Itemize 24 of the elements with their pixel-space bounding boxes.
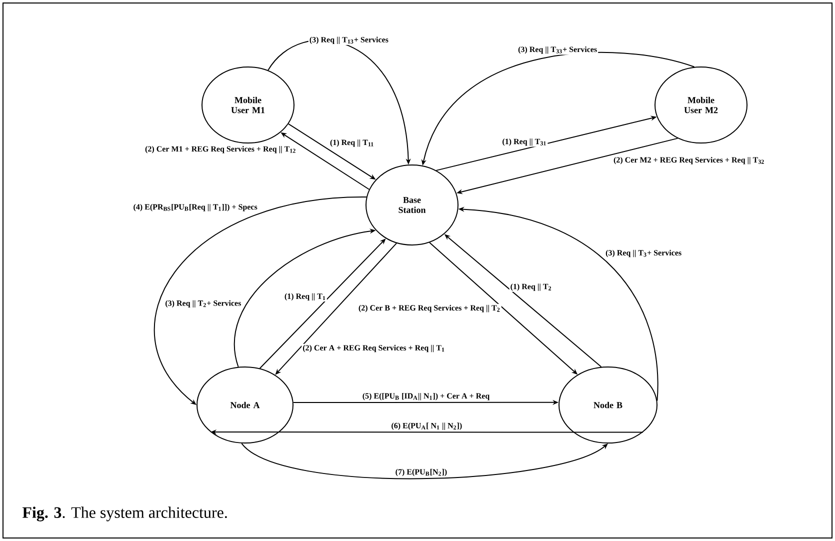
edge-label: (1) Req || T$_{2}$ xyxy=(509,282,553,292)
edge-label: (1) Req || T$_{11}$ xyxy=(328,138,376,148)
ellipse-node: Node A xyxy=(196,366,294,444)
edge-label: (2) Cer M2 + REG Req Services + Req || T$_{32}$ xyxy=(612,156,766,166)
edge-label: (6) E(PU$_{A}$[ N$_{1}$ || N$_{2}$]) xyxy=(390,422,464,431)
edge-label: (3) Req || T$_{2}$+ Services xyxy=(164,299,242,309)
edge-label: (4) E(PR$_{BS}$[PU$_{B}$[Req || T$_{1}$]]) + Specs xyxy=(132,202,258,212)
edge-label: (1) Req || T$_{31}$ xyxy=(501,138,548,147)
edge-label: (7) E(PU$_{B}$[N$_{2}$]) xyxy=(394,468,448,478)
edge-label: (2) Cer M1 + REG Req Services + Req || T$_{12}$ xyxy=(144,145,298,154)
edge-label: (3) Req || T$_{3}$+ Services xyxy=(604,248,683,258)
arrow xyxy=(241,442,608,480)
edge-label: (3) Req || T$_{13}$+ Services xyxy=(308,36,390,46)
edge-label: (2) Cer A + REG Req Services + Req || T$_{1}$ xyxy=(302,344,446,354)
caption: Fig. 3. The system architecture. xyxy=(22,506,227,522)
edge-label: (3) Req || T$_{33}$+ Services xyxy=(517,45,598,55)
ellipse-node: Mobile User M2 xyxy=(654,66,748,144)
edge-label: (5) E([PU$_{B}$ [ID$_{A}$|| N$_{1}$]) + Cer A + Req xyxy=(361,392,491,402)
edge-label: (2) Cer B + REG Req Services + Req || T$_{2}$ xyxy=(357,304,502,314)
edge-label: (1) Req || T$_{1}$ xyxy=(283,292,327,302)
ellipse-node: Base Station xyxy=(366,164,458,246)
ellipse-node: Mobile User M1 xyxy=(202,66,294,144)
ellipse-node: Node B xyxy=(558,366,658,444)
arrow xyxy=(154,196,367,405)
